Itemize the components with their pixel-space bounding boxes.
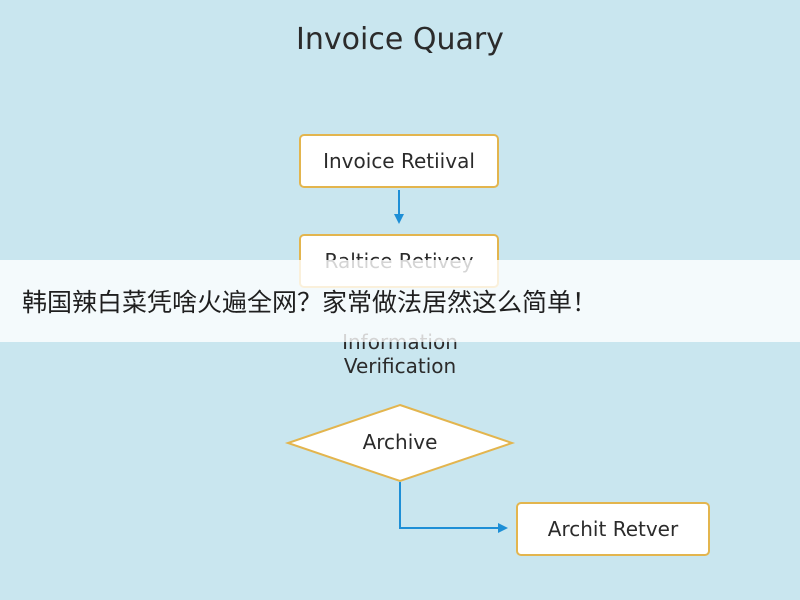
arrow-archive-to-archit [399,482,508,533]
diagram-title: Invoice Quary [296,22,504,57]
node-archit-retriever: Archit Retver [516,502,710,556]
node-invoice-retrieval: Invoice Retiival [299,134,499,188]
archive-decision-diamond [284,403,516,483]
node-archit-retriever-label: Archit Retver [547,517,679,541]
overlay-caption-banner: 韩国辣白菜凭啥火遍全网？家常做法居然这么简单！ [0,260,800,342]
node-information-verification-line-2: Verification [343,354,457,378]
node-archive-label: Archive [362,430,438,454]
node-invoice-retrieval-label: Invoice Retiival [323,149,475,173]
overlay-caption-text: 韩国辣白菜凭啥火遍全网？家常做法居然这么简单！ [22,288,598,317]
